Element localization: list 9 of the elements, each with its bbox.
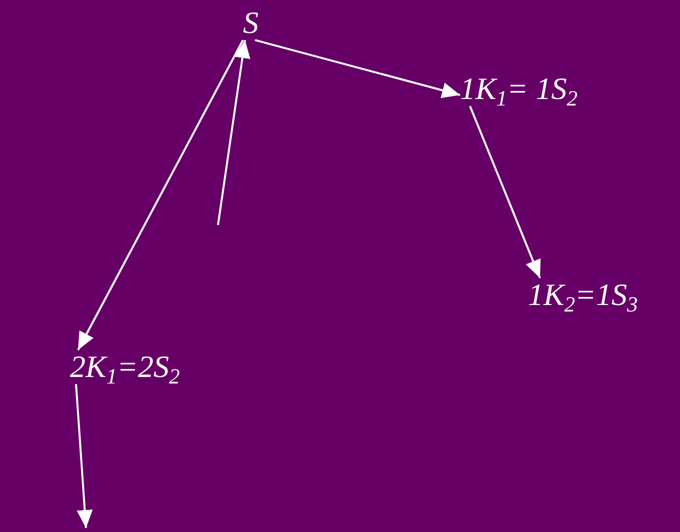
arrow [77,40,244,350]
equation-text: 1K$_{2}$=1S$_{3}$ [528,278,638,312]
arrow [217,40,250,226]
equation-text: 1K$_{1}$= 1S$_{2}$ [460,72,578,106]
arrow [254,39,460,98]
arrow [469,106,541,278]
equation-text: 2K$_{1}$=2S$_{2}$ [70,350,180,384]
arrow [75,384,93,528]
equation-text: S [243,6,258,40]
